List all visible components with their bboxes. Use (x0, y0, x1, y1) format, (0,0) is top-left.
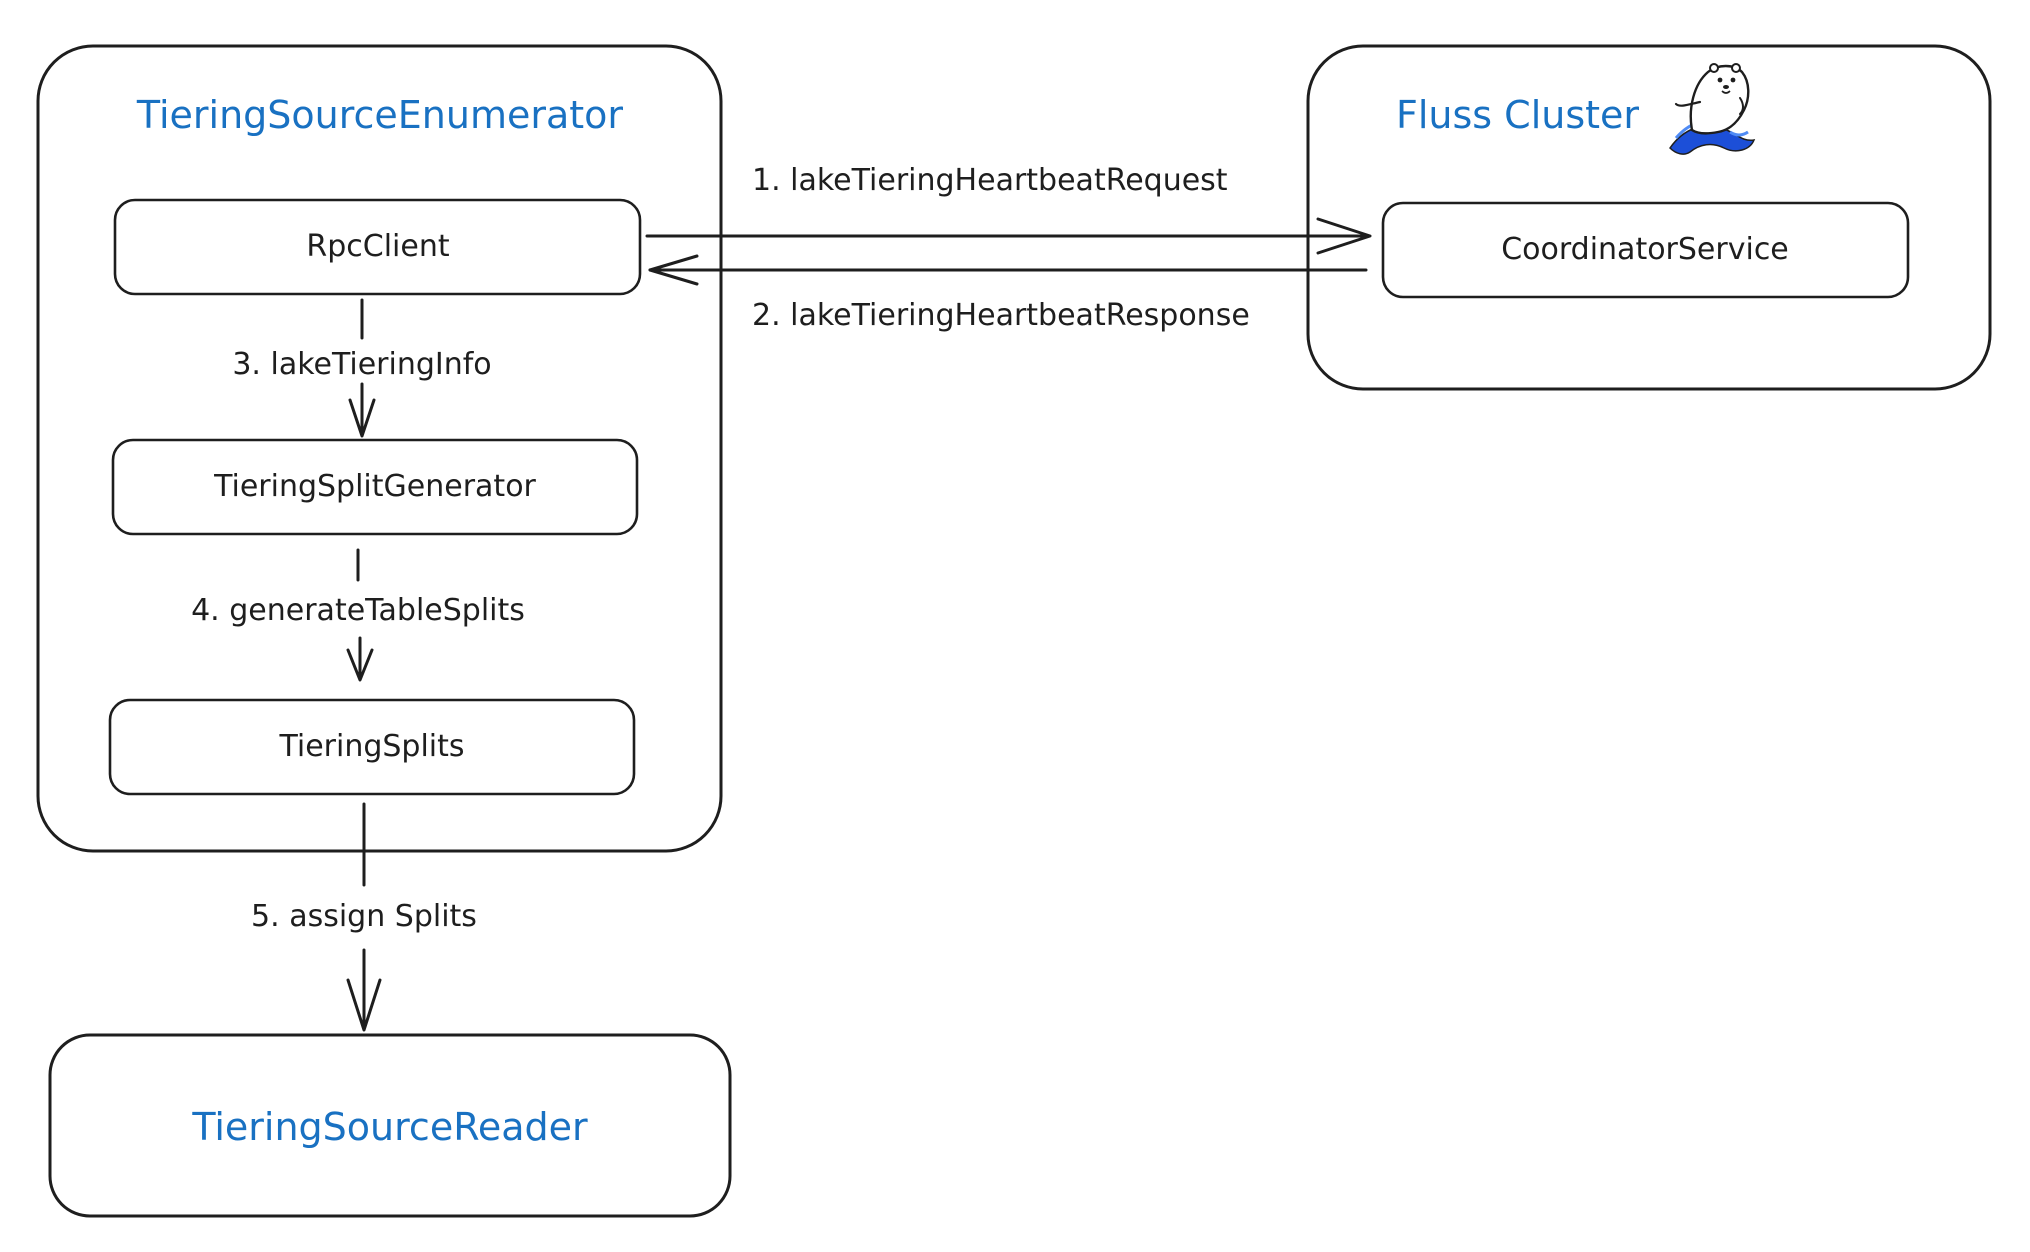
request-arrow (645, 217, 1372, 255)
coordinator-service-node: CoordinatorService (1381, 201, 1910, 299)
reader-title: TieringSourceReader (191, 1105, 588, 1149)
otter-surfing-icon (1669, 63, 1756, 155)
tiering-splits-label: TieringSplits (278, 729, 464, 764)
enumerator-title: TieringSourceEnumerator (136, 93, 624, 137)
rpc-client-node: RpcClient (113, 198, 642, 296)
enumerator-box (36, 44, 723, 853)
response-label: 2. lakeTieringHeartbeatResponse (752, 298, 1250, 333)
tiering-info-label: 3. lakeTieringInfo (232, 347, 491, 382)
generate-splits-label: 4. generateTableSplits (191, 593, 525, 628)
generate-splits-arrow (346, 548, 374, 682)
tiering-splits-node: TieringSplits (108, 698, 636, 796)
rpc-client-label: RpcClient (306, 229, 449, 264)
response-arrow (648, 254, 1368, 286)
rpc-client-box (113, 198, 642, 296)
tiering-info-arrow (348, 298, 376, 438)
assign-splits-arrow (346, 802, 382, 1032)
coordinator-service-label: CoordinatorService (1501, 232, 1789, 267)
request-label: 1. lakeTieringHeartbeatRequest (752, 163, 1228, 198)
cluster-title: Fluss Cluster (1396, 93, 1639, 137)
split-generator-label: TieringSplitGenerator (213, 469, 536, 504)
reader-container: TieringSourceReader (48, 1033, 732, 1218)
coordinator-service-box (1381, 201, 1910, 299)
cluster-container: Fluss Cluster CoordinatorService (1306, 44, 1992, 391)
assign-splits-label: 5. assign Splits (251, 899, 477, 934)
split-generator-box (111, 438, 639, 536)
reader-box (48, 1033, 732, 1218)
cluster-box (1306, 44, 1992, 391)
split-generator-node: TieringSplitGenerator (111, 438, 639, 536)
tiering-splits-box (108, 698, 636, 796)
enumerator-container: TieringSourceEnumerator RpcClient Tierin… (36, 44, 723, 853)
